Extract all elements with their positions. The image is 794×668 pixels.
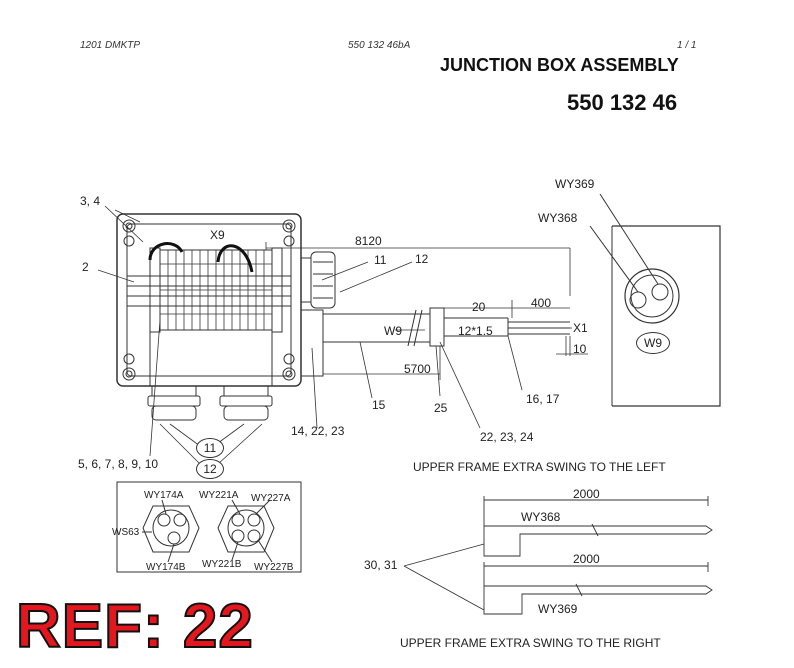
callout-16-17: 16, 17 — [526, 392, 560, 406]
doc-code: 1201 DMKTP — [80, 40, 141, 51]
label-wy174a: WY174A — [144, 490, 184, 501]
label-x1: X1 — [573, 321, 588, 335]
callout-2: 2 — [82, 260, 89, 274]
callout-30-31: 30, 31 — [364, 558, 398, 572]
page-indicator: 1 / 1 — [677, 40, 697, 51]
label-w9-cable: W9 — [384, 324, 402, 338]
label-wy221a: WY221A — [199, 490, 239, 501]
callout-12-bottom: 12 — [196, 459, 224, 479]
doc-number: 550 132 46bA — [348, 40, 411, 51]
leader-lines — [97, 205, 572, 465]
callout-5-10: 5, 6, 7, 8, 9, 10 — [78, 457, 159, 471]
bottom-glands — [147, 385, 273, 421]
label-wy174b: WY174B — [146, 562, 186, 573]
dimension-2000-bottom: 2000 — [573, 552, 600, 566]
swing-diagrams — [403, 496, 713, 615]
label-wy369: WY369 — [538, 602, 578, 616]
dimension-20: 20 — [472, 300, 486, 314]
callout-25: 25 — [434, 401, 448, 415]
dimension-lines — [265, 242, 588, 380]
callout-3-4: 3, 4 — [80, 194, 101, 208]
label-wy368: WY368 — [521, 510, 561, 524]
dimension-8120: 8120 — [355, 234, 382, 248]
callout-11-side: 11 — [374, 253, 387, 267]
gland-detail-box — [116, 481, 302, 573]
part-number: 550 132 46 — [567, 90, 678, 115]
label-conductor-size: 12*1.5 — [458, 324, 493, 338]
junction-box — [116, 213, 302, 387]
label-wy221b: WY221B — [202, 559, 242, 570]
swing-left-title: UPPER FRAME EXTRA SWING TO THE LEFT — [413, 460, 666, 474]
dimension-2000-top: 2000 — [573, 487, 600, 501]
ref-stamp: REF: 22 — [15, 592, 254, 661]
callout-11-bottom: 11 — [196, 438, 224, 458]
label-ws63: WS63 — [112, 527, 140, 538]
dimension-10: 10 — [573, 342, 587, 356]
label-w9-circle: W9 — [636, 332, 670, 354]
dimension-400: 400 — [531, 296, 552, 310]
side-gland-cable — [300, 251, 570, 377]
label-x9: X9 — [210, 228, 225, 242]
label-wy227b: WY227B — [254, 562, 294, 573]
dimension-5700: 5700 — [404, 362, 431, 376]
callout-15: 15 — [372, 398, 386, 412]
frame-connector — [589, 193, 721, 407]
swing-right-title: UPPER FRAME EXTRA SWING TO THE RIGHT — [400, 636, 661, 650]
callout-14-22-23: 14, 22, 23 — [291, 424, 345, 438]
callout-22-23-24: 22, 23, 24 — [480, 430, 534, 444]
label-wy368-top: WY368 — [538, 211, 578, 225]
label-wy369-top: WY369 — [555, 177, 595, 191]
drawing-title: JUNCTION BOX ASSEMBLY — [440, 55, 679, 75]
label-wy227a: WY227A — [251, 493, 291, 504]
callout-12-side: 12 — [415, 252, 429, 266]
